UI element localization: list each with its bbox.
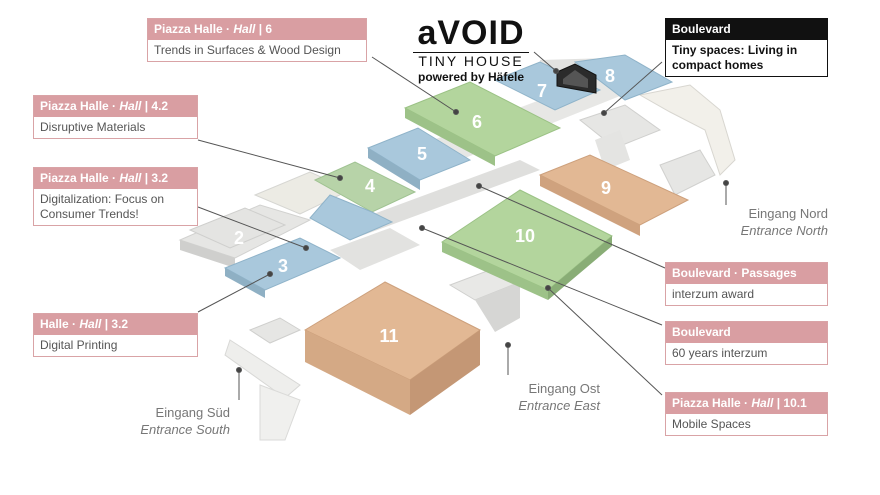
logo-subtitle: TINY HOUSE [413,52,529,70]
hall-label-5: 5 [417,144,427,164]
entrance-south-de: Eingang Süd [155,405,230,420]
hall-3[interactable] [223,237,342,298]
callout-boulevard-tiny-spaces-header: Boulevard [666,19,827,40]
entrance-north-de: Eingang Nord [748,206,829,221]
hall-label-8: 8 [605,66,615,86]
hall-2[interactable] [188,207,287,249]
entrance-south-en: Entrance South [140,422,230,437]
hall-6[interactable] [403,81,562,166]
hall-label-6: 6 [472,112,482,132]
logo-brand: aVOID [417,14,525,52]
entrance-north-en: Entrance North [740,223,828,238]
hall-label-7: 7 [537,81,547,101]
entrance-south[interactable]: Eingang Süd Entrance South [110,404,230,438]
leader-lines [197,51,729,400]
callout-boulevard-60-years-text: 60 years interzum [672,346,768,360]
callout-hall-4-2[interactable]: Piazza Halle · Hall | 4.2 Disruptive Mat… [33,95,198,139]
callout-hall-3-2[interactable]: Halle · Hall | 3.2 Digital Printing [33,313,198,357]
entrance-east-en: Entrance East [518,398,600,413]
callout-hall-10-1-header: Piazza Halle · Hall | 10.1 [666,393,827,414]
callout-boulevard-tiny-spaces-text: Tiny spaces: Living in compact homes [672,43,798,72]
callout-hall-6[interactable]: Piazza Halle · Hall | 6 Trends in Surfac… [147,18,367,62]
hall-10[interactable] [440,189,613,300]
callout-hall-6-text: Trends in Surfaces & Wood Design [154,43,341,57]
hall-label-11: 11 [379,326,398,346]
callout-hall-3-2-text: Digital Printing [40,338,118,352]
entrance-east-de: Eingang Ost [528,381,600,396]
hall-label-3: 3 [278,256,288,276]
tiny-house-icon [556,63,597,94]
hall-4[interactable] [309,161,417,241]
hall-label-4: 4 [365,176,375,196]
callout-boulevard-passages[interactable]: Boulevard · Passages interzum award [665,262,828,306]
callout-hall-10-1[interactable]: Piazza Halle · Hall | 10.1 Mobile Spaces [665,392,828,436]
entrance-north[interactable]: Eingang Nord Entrance North [700,205,828,239]
callout-boulevard-60-years[interactable]: Boulevard 60 years interzum [665,321,828,365]
avoid-tiny-house-logo: aVOID TINY HOUSE powered by Häfele [413,16,529,84]
hall-9[interactable] [538,154,690,236]
hall-8[interactable] [573,54,674,101]
callout-hall-4-2-header: Piazza Halle · Hall | 4.2 [34,96,197,117]
callout-boulevard-60-years-header: Boulevard [666,322,827,343]
hall-11[interactable] [303,281,481,415]
logo-powered-by: powered by Häfele [417,70,525,84]
hall-7[interactable] [493,61,602,111]
hall-label-2: 2 [234,228,244,248]
hall-label-10: 10 [515,226,535,246]
callout-boulevard-tiny-spaces[interactable]: Boulevard Tiny spaces: Living in compact… [665,18,828,77]
hall-label-9: 9 [601,178,611,198]
callout-hall-4-2-text: Disruptive Materials [40,120,146,134]
hall-5[interactable] [366,127,472,190]
callout-hall-3-2-header: Halle · Hall | 3.2 [34,314,197,335]
callout-boulevard-passages-header: Boulevard · Passages [666,263,827,284]
hall-number-labels: 2 3 4 5 6 7 8 9 10 11 [234,66,615,346]
callout-boulevard-passages-text: interzum award [672,287,755,301]
callout-hall-6-header: Piazza Halle · Hall | 6 [148,19,366,40]
callout-piazza-hall-3-2[interactable]: Piazza Halle · Hall | 3.2 Digitalization… [33,167,198,226]
callout-piazza-hall-3-2-text: Digitalization: Focus on Consumer Trends… [40,192,165,221]
callout-piazza-hall-3-2-header: Piazza Halle · Hall | 3.2 [34,168,197,189]
callout-hall-10-1-text: Mobile Spaces [672,417,751,431]
entrance-east[interactable]: Eingang Ost Entrance East [480,380,600,414]
